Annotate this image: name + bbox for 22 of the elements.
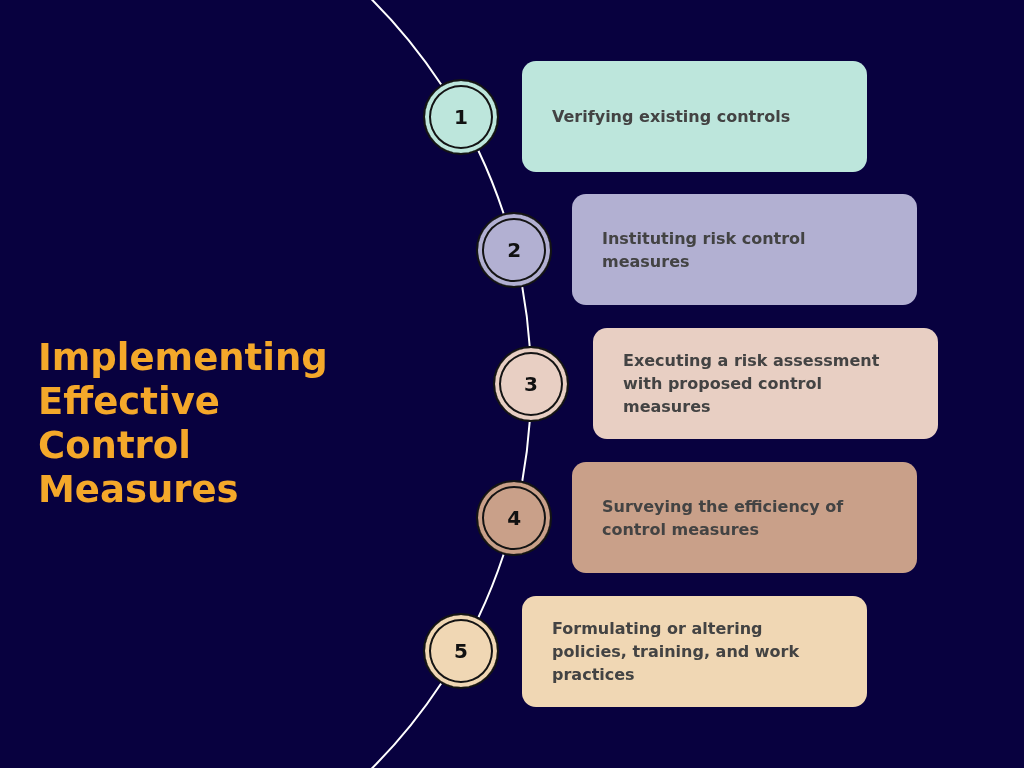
step-text: Verifying existing controls xyxy=(552,106,791,128)
connector-line xyxy=(521,421,531,482)
step-number: 4 xyxy=(507,508,522,528)
step-number: 5 xyxy=(454,641,468,661)
step-text: Surveying the efficiency of control measures xyxy=(602,495,845,541)
connector-line xyxy=(369,682,443,768)
connector-line xyxy=(477,149,505,215)
step-box xyxy=(572,194,917,305)
connector-line xyxy=(521,286,531,347)
step-text: Formulating or altering policies, training, and work practices xyxy=(552,618,801,686)
step-text: Instituting risk control measures xyxy=(602,227,807,273)
step-box xyxy=(593,328,938,439)
step-text: Executing a risk assessment with proposed control measures xyxy=(623,350,881,418)
title: Implementing Effective Control Measures xyxy=(38,336,329,512)
step-box xyxy=(522,596,867,707)
connector-line xyxy=(477,553,505,619)
step-number: 2 xyxy=(507,240,522,260)
connector-line xyxy=(369,0,443,86)
step-box xyxy=(522,61,867,172)
step-number: 3 xyxy=(524,374,538,394)
step-number: 1 xyxy=(454,107,468,127)
step-box xyxy=(572,462,917,573)
